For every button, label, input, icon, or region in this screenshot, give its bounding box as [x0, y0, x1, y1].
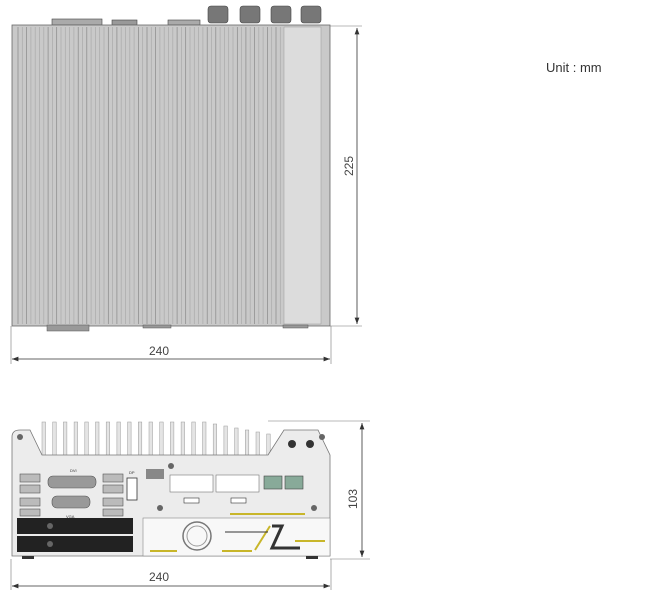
dimension-225: 225 [330, 25, 362, 327]
heatsink-fin [63, 421, 68, 458]
top-side-panel [283, 26, 322, 325]
vga-label: VGA [66, 514, 75, 519]
heatsink-fin [212, 423, 217, 460]
top-width-dimension-label: 240 [149, 344, 169, 358]
fan-panel [142, 513, 331, 557]
heatsink-fin [105, 421, 110, 458]
expansion-slot-1 [169, 474, 214, 493]
unit-label: Unit : mm [546, 60, 602, 75]
front-width-dimension-label: 240 [149, 570, 169, 584]
dimension-240-front: 240 [10, 559, 332, 590]
heatsink-fin [52, 421, 57, 458]
heatsink-fin [41, 421, 46, 458]
depth-dimension-label: 225 [342, 156, 356, 176]
dimension-240-top: 240 [10, 326, 332, 364]
vga-port [51, 495, 91, 509]
screws [17, 434, 325, 511]
heatsink-fin [148, 421, 153, 458]
drive-bays [17, 518, 133, 552]
front-view: DVI VGA DP [10, 420, 370, 590]
heatsink-fin [127, 421, 132, 458]
sim-slot [146, 469, 164, 479]
dimension-103: 103 [268, 420, 370, 560]
heatsink-fin [95, 421, 100, 458]
heatsink-fin [202, 421, 207, 458]
heatsink-fin [84, 421, 89, 458]
heatsink-fin [116, 421, 121, 458]
expansion-slot-2 [215, 474, 260, 493]
heatsink-fin [138, 421, 143, 458]
heatsink-fin [170, 421, 175, 458]
heatsink-fin [159, 421, 164, 458]
height-dimension-label: 103 [346, 489, 360, 509]
dp-label: DP [129, 470, 135, 475]
usb-ports [19, 473, 124, 517]
heatsink-fin [180, 421, 185, 458]
dp-port [126, 477, 138, 501]
front-fins [41, 421, 271, 470]
heatsink-fin [191, 421, 196, 458]
bottom-connectors [46, 324, 309, 332]
top-fins [17, 27, 281, 324]
heatsink-fin [73, 421, 78, 458]
ethernet-ports [263, 475, 304, 490]
dvi-port [47, 475, 97, 489]
top-view: 225 240 [10, 5, 362, 364]
top-connectors [51, 5, 322, 26]
dvi-label: DVI [70, 468, 77, 473]
top-chassis [11, 24, 331, 327]
